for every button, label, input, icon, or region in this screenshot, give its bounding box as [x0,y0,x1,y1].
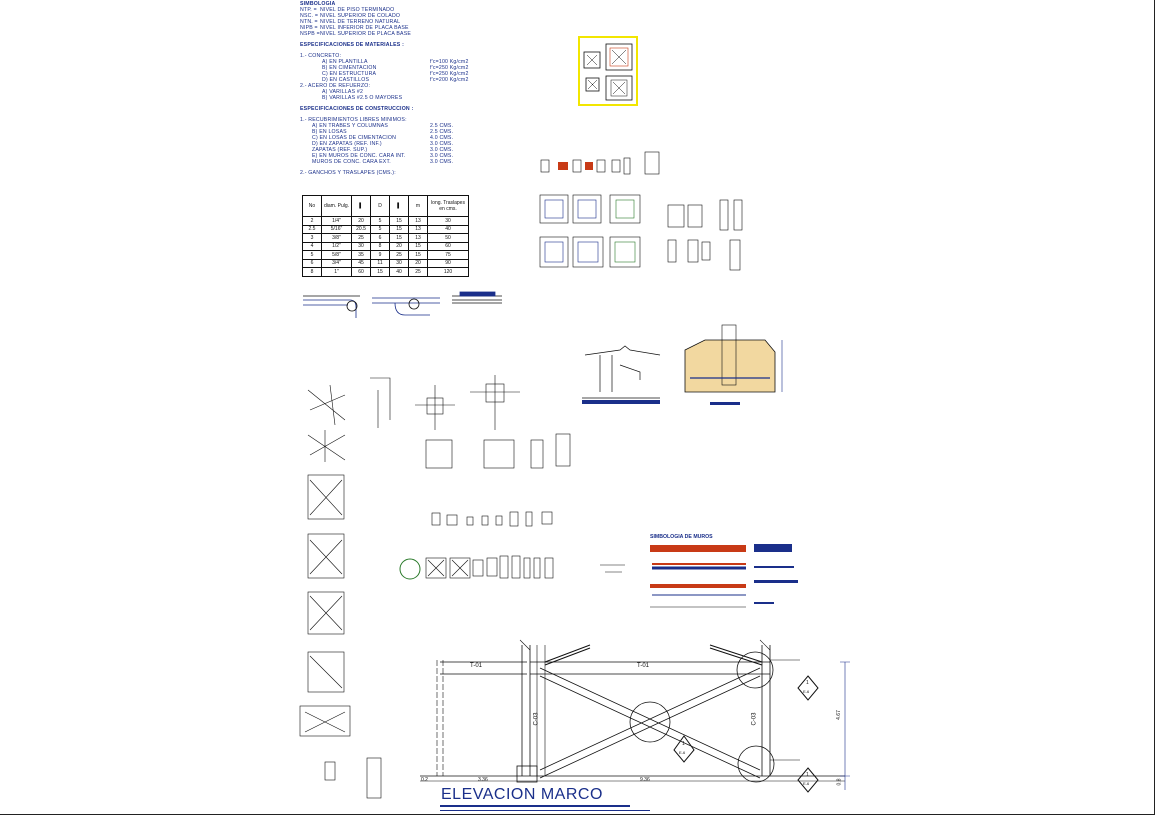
beam-label: T-01 [470,663,483,669]
general-notes: SIMBOLOGIA NTP. =NIVEL DE PISO TERMINADO… [300,1,540,176]
hooks-table: No diam. Pulg. ▌ D ▌ m long. Traslapes e… [302,195,470,277]
simbologia-item: NSPB =NIVEL SUPERIOR DE PLACA BASE [300,31,412,37]
drawing-title: ELEVACION MARCO [441,786,603,803]
construccion-title: ESPECIFICACIONES DE CONSTRUCCION : [300,106,414,112]
acero-item: A) VARILLAS #2 [322,89,364,95]
beam-section [582,345,661,404]
materiales-title: ESPECIFICACIONES DE MATERIALES : [300,42,405,48]
recubrimiento-item: ZAPATAS (REF. SUP.)3.0 CMS. [312,147,454,153]
title-underline [440,810,650,811]
dimension-label: 3.36 [478,777,488,783]
simbologia-item: NIPB =NIVEL INFERIOR DE PLACA BASE [300,25,409,31]
column-section-details [539,151,743,271]
detail-callout-number: 1 [682,741,685,747]
detail-callout-sheet: E-6 [803,781,810,786]
foundation-section [684,324,783,405]
key-plan [578,36,638,106]
detail-callout-sheet: E-6 [803,689,810,694]
beam-label: T-01 [637,663,650,669]
recubrimiento-item: MUROS DE CONC. CARA EXT.3.0 CMS. [312,159,454,165]
simbologia-title: SIMBOLOGIA [300,1,336,7]
small-details-row [399,511,625,580]
wall-symbology [650,544,798,608]
detail-callout-number: 1 [806,680,809,686]
acero-title: 2.- ACERO DE REFUERZO: [300,83,371,89]
hook-details [303,291,502,318]
dimension-label: 4.67 [835,710,842,720]
dimension-label: 9.36 [640,777,650,783]
detail-callout-number: 1 [806,772,809,778]
table-header: diam. Pulg. [320,195,353,217]
acero-item: B) VARILLAS #2.5 O MAYORES [322,95,403,101]
simbologia-item: NSC. =NIVEL SUPERIOR DE COLADO [300,13,401,19]
recubrimiento-item: E) EN MUROS DE CONC. CARA INT.3.0 CMS. [312,153,454,159]
dimension-label: 0.8 [836,778,843,786]
concreto-title: 1.- CONCRETO: [300,53,342,59]
connection-details [299,375,571,799]
wall-symbology-title: SIMBOLOGIA DE MUROS [650,534,713,540]
ganchos-title: 2.- GANCHOS Y TRASLAPES (CMS.): [300,170,396,176]
table-header: long. Traslapes en cms. [427,195,470,217]
column-label: C-03 [751,712,758,726]
recubrimiento-item: D) EN ZAPATAS (REF. INF.)3.0 CMS. [312,141,454,147]
detail-callout-sheet: E-6 [679,750,686,755]
title-underline [440,805,630,807]
simbologia-item: NTP. =NIVEL DE PISO TERMINADO [300,7,395,13]
simbologia-item: NTN. =NIVEL DE TERRENO NATURAL [300,19,401,25]
frame-elevation [420,639,850,793]
table-header-row: No diam. Pulg. ▌ D ▌ m long. Traslapes e… [302,195,470,217]
column-label: C-03 [533,712,540,726]
dimension-label: 0.2 [421,777,428,783]
recubrimientos-title: 1.- RECUBRIMIENTOS LIBRES MINIMOS: [300,117,407,123]
